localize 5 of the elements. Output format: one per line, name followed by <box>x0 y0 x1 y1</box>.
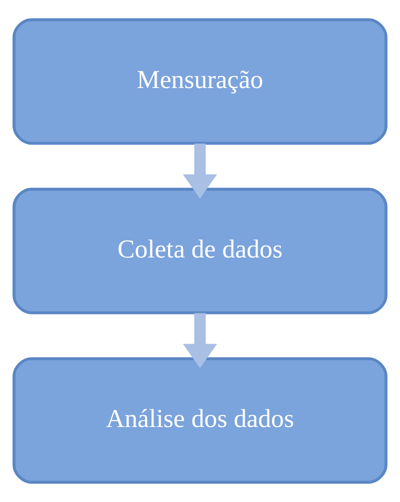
arrow <box>182 144 218 199</box>
node-box: Coleta de dados <box>12 188 388 314</box>
arrow <box>182 313 218 368</box>
node-box: Análise dos dados <box>12 357 388 484</box>
node-box: Mensuração <box>12 18 388 145</box>
